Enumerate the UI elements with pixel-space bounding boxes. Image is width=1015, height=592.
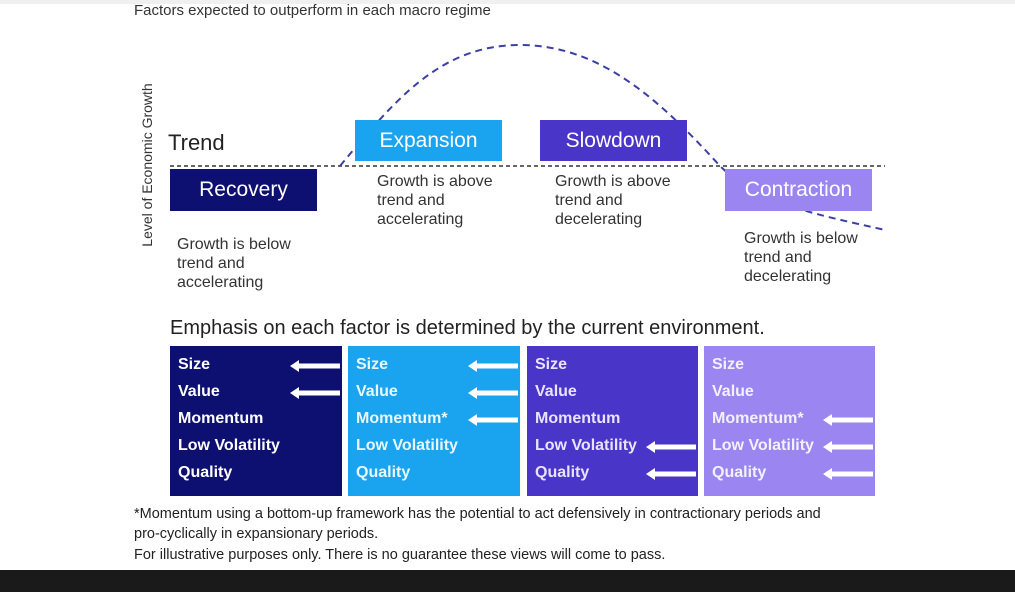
emphasis-arrow-icon xyxy=(823,441,873,453)
trend-label: Trend xyxy=(168,130,225,155)
regime-recovery: Recovery xyxy=(170,169,317,211)
emphasis-arrow-icon xyxy=(290,387,340,399)
factor-label: Momentum xyxy=(178,410,264,427)
footnote-momentum-1: *Momentum using a bottom-up framework ha… xyxy=(134,506,821,522)
slowdown-description: Growth is above trend and decelerating xyxy=(555,173,671,228)
regime-expansion: Expansion xyxy=(355,120,502,161)
factor-label: Size xyxy=(712,356,745,373)
factor-label: Momentum xyxy=(535,410,621,427)
factor-label: Size xyxy=(535,356,568,373)
emphasis-arrow-icon xyxy=(468,387,518,399)
emphasis-arrow-icon xyxy=(646,468,696,480)
emphasis-arrow-icon xyxy=(290,360,340,372)
emphasis-arrow-icon xyxy=(823,468,873,480)
factor-label: Value xyxy=(535,383,577,400)
footnote-momentum-2: pro-cyclically in expansionary periods. xyxy=(134,526,379,542)
factor-label: Low Volatility xyxy=(535,437,637,454)
expansion-description: Growth is above trend and accelerating xyxy=(377,173,493,228)
factor-label: Low Volatility xyxy=(712,437,814,454)
top-shade xyxy=(0,0,1015,4)
factor-label: Momentum* xyxy=(712,410,804,427)
regime-expansion-label: Expansion xyxy=(379,128,478,152)
footnote-disclaimer: For illustrative purposes only. There is… xyxy=(134,547,666,563)
factor-label: Size xyxy=(178,356,211,373)
regime-slowdown-label: Slowdown xyxy=(565,128,662,152)
regime-contraction: Contraction xyxy=(725,169,872,211)
factor-label: Size xyxy=(356,356,389,373)
bottom-edge-bar xyxy=(0,570,1015,592)
factor-label: Momentum* xyxy=(356,410,448,427)
emphasis-arrow-icon xyxy=(468,414,518,426)
regime-recovery-label: Recovery xyxy=(199,178,288,201)
factor-label: Quality xyxy=(178,464,233,481)
factor-label: Low Volatility xyxy=(178,437,280,454)
factor-label: Quality xyxy=(712,464,767,481)
factor-label: Value xyxy=(356,383,398,400)
emphasis-heading: Emphasis on each factor is determined by… xyxy=(170,317,765,339)
factor-label: Low Volatility xyxy=(356,437,458,454)
factor-label: Quality xyxy=(535,464,590,481)
factor-label: Value xyxy=(178,383,220,400)
factor-label: Quality xyxy=(356,464,411,481)
regime-slowdown: Slowdown xyxy=(540,120,687,161)
emphasis-arrow-icon xyxy=(646,441,696,453)
emphasis-arrow-icon xyxy=(823,414,873,426)
regime-contraction-label: Contraction xyxy=(744,178,853,201)
emphasis-arrow-icon xyxy=(468,360,518,372)
diagram-title: Factors expected to outperform in each m… xyxy=(134,2,491,19)
contraction-description: Growth is below trend and decelerating xyxy=(744,230,858,285)
recovery-description: Growth is below trend and accelerating xyxy=(177,236,291,291)
factor-label: Value xyxy=(712,383,754,400)
